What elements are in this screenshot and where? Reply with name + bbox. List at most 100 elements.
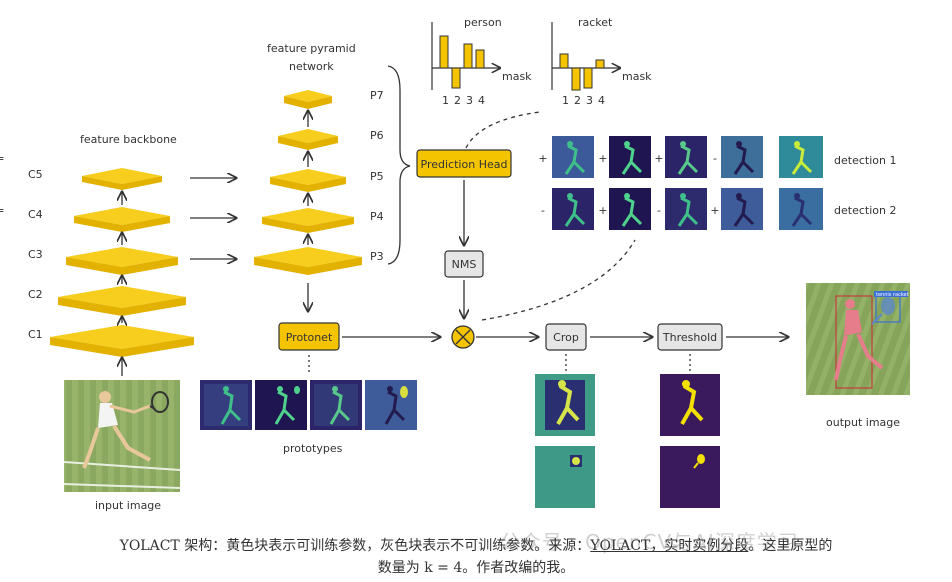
level-p6: P6 bbox=[370, 129, 384, 142]
nms-label: NMS bbox=[452, 258, 477, 271]
nms-block bbox=[444, 250, 484, 278]
detection-1-label: detection 1 bbox=[834, 154, 896, 167]
combine-node bbox=[451, 325, 475, 349]
fpn-levels: P7 P6 P5 P4 P3 bbox=[370, 89, 384, 263]
racket-chart-title: racket bbox=[578, 16, 613, 29]
block-c3 bbox=[66, 247, 178, 275]
level-p4: P4 bbox=[370, 210, 384, 223]
prototype-3 bbox=[310, 380, 362, 430]
block-p5 bbox=[270, 169, 346, 192]
detection-1-sign-1: + bbox=[538, 152, 547, 165]
person-tick-4: 4 bbox=[478, 94, 485, 107]
detection-1-prototype-2 bbox=[609, 136, 651, 178]
watermark: 公众号 · OpenCV与AI深度学习 bbox=[500, 530, 799, 554]
block-c1 bbox=[50, 325, 194, 357]
racket-tick-2: 2 bbox=[574, 94, 581, 107]
detection-2-result bbox=[779, 188, 823, 230]
racket-tick-4: 4 bbox=[598, 94, 605, 107]
detections: +++-=-+-+= bbox=[0, 136, 823, 230]
level-c2: C2 bbox=[28, 288, 43, 301]
detection-2-sign-3: - bbox=[657, 204, 661, 217]
overlay-label-bg bbox=[874, 291, 908, 297]
output-image: tennis racket 1.0 bbox=[806, 283, 918, 395]
backbone-blocks bbox=[50, 168, 194, 357]
racket-bar-3 bbox=[583, 67, 593, 89]
detection-2-sign-4: + bbox=[710, 204, 719, 217]
input-image-label: input image bbox=[95, 499, 161, 512]
detection-2-prototype-1 bbox=[552, 188, 594, 230]
person-tick-3: 3 bbox=[466, 94, 473, 107]
prediction-head-block bbox=[416, 149, 512, 178]
level-p5: P5 bbox=[370, 170, 384, 183]
level-c5: C5 bbox=[28, 168, 43, 181]
person-bar-3 bbox=[463, 43, 473, 69]
level-c4: C4 bbox=[28, 208, 43, 221]
person-xlabel: mask bbox=[502, 70, 532, 83]
crop-mask-racket bbox=[535, 446, 595, 508]
racket-bar-4 bbox=[595, 59, 605, 69]
block-c2 bbox=[58, 286, 186, 316]
person-bar-2 bbox=[451, 67, 461, 89]
detection-1-sign-4: - bbox=[713, 152, 717, 165]
racket-xlabel: mask bbox=[622, 70, 652, 83]
detection-2-sign-2: + bbox=[598, 204, 607, 217]
caption-line-2: 数量为 k = 4。作者改编的我。 bbox=[377, 560, 575, 576]
detection-1-result bbox=[779, 136, 823, 178]
fpn-title-line1: feature pyramid bbox=[267, 42, 356, 55]
prototype-masks bbox=[200, 380, 417, 430]
detection-2-prototype-3 bbox=[665, 188, 707, 230]
fpn-brace bbox=[387, 65, 411, 265]
threshold-label: Threshold bbox=[662, 331, 717, 344]
racket-tick-1: 1 bbox=[562, 94, 569, 107]
fpn-blocks bbox=[254, 90, 362, 275]
level-c3: C3 bbox=[28, 248, 43, 261]
detection-2-sign-1: - bbox=[541, 204, 545, 217]
input-image bbox=[63, 380, 181, 492]
racket-bar-1 bbox=[559, 53, 569, 69]
level-p7: P7 bbox=[370, 89, 384, 102]
detection-1-prototype-4 bbox=[721, 136, 763, 178]
prototypes-label: prototypes bbox=[283, 442, 343, 455]
racket-bar-2 bbox=[571, 67, 581, 91]
block-c4 bbox=[74, 207, 170, 232]
caption-text-a: YOLACT 架构：黄色块表示可训练参数，灰色块表示不可训练参数。来源： bbox=[119, 538, 591, 554]
prototype-4 bbox=[365, 380, 417, 430]
fpn-title-line2: network bbox=[289, 60, 334, 73]
prototype-2 bbox=[255, 380, 307, 430]
backbone-title: feature backbone bbox=[80, 133, 177, 146]
block-c5 bbox=[82, 168, 162, 190]
detection-1-sign-2: + bbox=[598, 152, 607, 165]
threshold-block bbox=[657, 323, 723, 351]
level-c1: C1 bbox=[28, 328, 43, 341]
detection-1-prototype-1 bbox=[552, 136, 594, 178]
person-bar-1 bbox=[439, 35, 449, 69]
crop-label: Crop bbox=[553, 331, 579, 344]
threshold-mask-racket bbox=[660, 446, 720, 508]
overlay-label: tennis racket 1.0 bbox=[876, 292, 918, 298]
block-p3 bbox=[254, 247, 362, 275]
crop-mask-person bbox=[535, 374, 595, 436]
prediction-head-label: Prediction Head bbox=[421, 158, 508, 171]
person-bar-4 bbox=[475, 49, 485, 69]
caption-line-1: YOLACT 架构：黄色块表示可训练参数，灰色块表示不可训练参数。来源：YOLA… bbox=[0, 535, 952, 557]
racket-tick-3: 3 bbox=[586, 94, 593, 107]
threshold-mask-person bbox=[660, 374, 720, 436]
output-image-label: output image bbox=[826, 416, 900, 429]
lateral-arrows bbox=[190, 178, 236, 259]
person-chart-title: person bbox=[464, 16, 502, 29]
detection-1-prototype-3 bbox=[665, 136, 707, 178]
caption-text-b: 。这里原型的 bbox=[748, 538, 833, 554]
diagram-canvas: feature backbone C5 C4 C3 C2 C1 bbox=[0, 16, 918, 512]
block-p7 bbox=[284, 90, 332, 109]
protonet-label: Protonet bbox=[286, 331, 333, 344]
block-p6 bbox=[278, 129, 338, 150]
detections-to-combine-dashed bbox=[481, 239, 636, 321]
detection-2-prototype-4 bbox=[721, 188, 763, 230]
detection-1-sign-5: = bbox=[0, 152, 5, 165]
block-p4 bbox=[262, 208, 354, 233]
crop-block bbox=[545, 323, 587, 351]
caption-source-link[interactable]: YOLACT，实时实例分段 bbox=[590, 538, 749, 554]
